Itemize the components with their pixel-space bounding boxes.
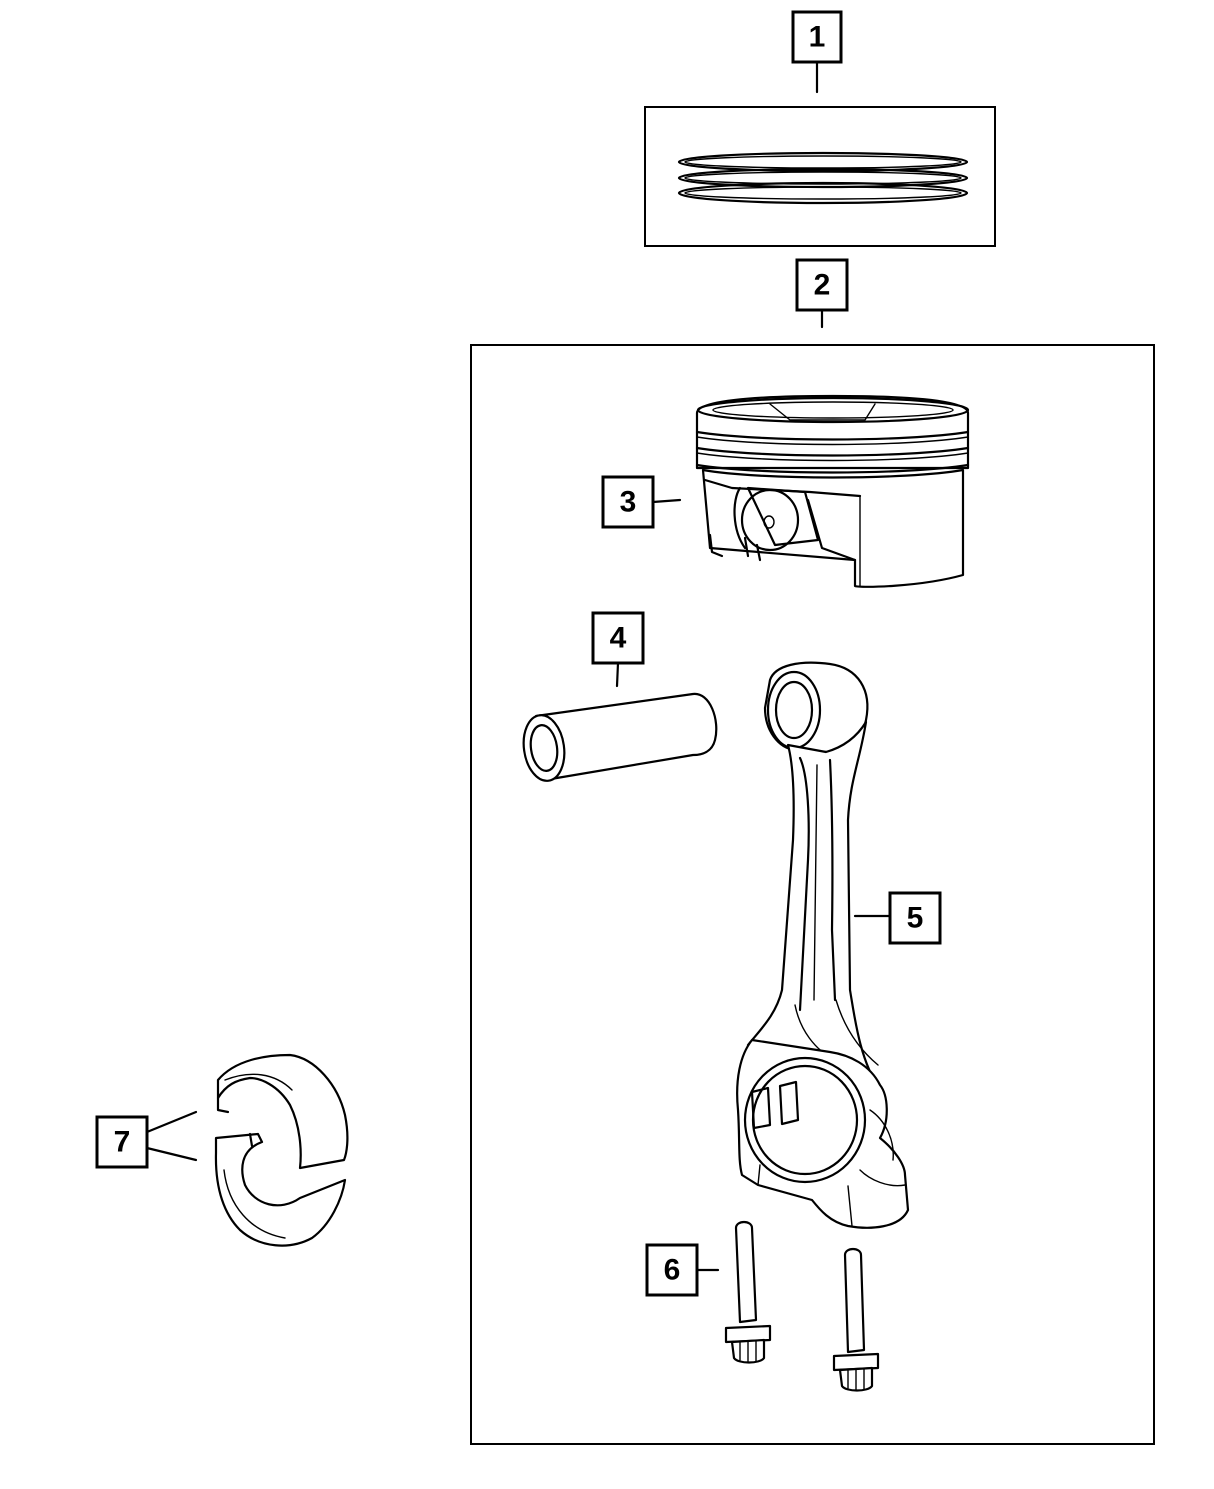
callout-2-box xyxy=(795,258,849,312)
callout-1[interactable]: 1 xyxy=(791,10,843,94)
callout-6-box xyxy=(645,1243,699,1297)
callout-4-label: 4 xyxy=(610,622,627,655)
piston-rings-illustration xyxy=(677,151,969,205)
connecting-rod-illustration xyxy=(736,661,910,1229)
rod-bolt-left xyxy=(724,1220,772,1364)
callout-5[interactable]: 5 xyxy=(853,891,942,945)
callout-5-label: 5 xyxy=(907,902,924,935)
callout-7-box xyxy=(95,1115,149,1169)
rod-bolt-right xyxy=(832,1247,880,1392)
callout-1-label: 1 xyxy=(809,21,826,54)
callout-7[interactable]: 7 xyxy=(95,1110,198,1169)
callout-3-box xyxy=(601,475,655,529)
callout-2-label: 2 xyxy=(814,269,831,302)
piston-rings-frame xyxy=(644,106,996,247)
bearing-shell-upper xyxy=(216,1053,349,1170)
callout-4-leader xyxy=(615,661,620,688)
piston-rod-assembly-frame xyxy=(470,344,1155,1445)
bearing-shell-lower xyxy=(214,1132,347,1247)
callout-6-label: 6 xyxy=(664,1254,681,1287)
piston-pin-illustration xyxy=(522,692,718,782)
callout-6[interactable]: 6 xyxy=(645,1243,720,1297)
callout-4-box xyxy=(591,611,645,665)
callout-5-box xyxy=(888,891,942,945)
callout-7-leader-lower xyxy=(145,1146,198,1162)
piston-rings-group xyxy=(644,106,996,247)
callout-3-leader xyxy=(651,498,682,504)
callout-7-leader-upper xyxy=(145,1110,198,1134)
callout-3-label: 3 xyxy=(620,486,637,519)
callout-3[interactable]: 3 xyxy=(601,475,682,529)
callout-4[interactable]: 4 xyxy=(591,611,645,688)
callout-7-label: 7 xyxy=(114,1126,131,1159)
callout-2[interactable]: 2 xyxy=(795,258,849,329)
piston-illustration xyxy=(695,394,970,588)
